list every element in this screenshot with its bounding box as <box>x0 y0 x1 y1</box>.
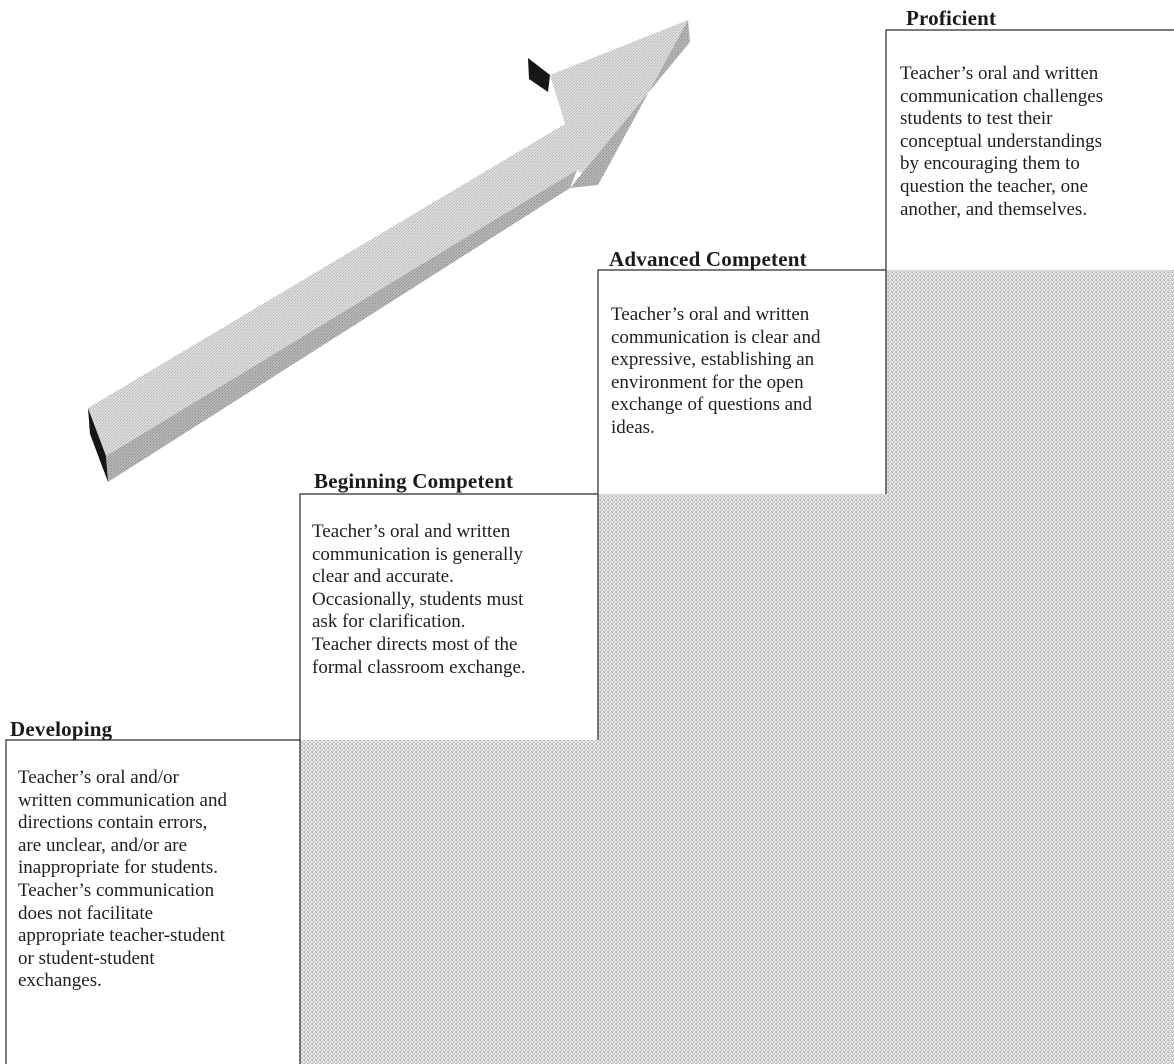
advanced-competent-title: Advanced Competent <box>609 247 807 271</box>
staircase-fill <box>300 270 1174 1064</box>
beginning-competent-description: Teacher’s oral and written communication… <box>312 521 526 678</box>
beginning-competent-title: Beginning Competent <box>314 469 514 493</box>
advanced-competent-step-outline <box>597 269 887 494</box>
developing-title: Developing <box>10 717 113 741</box>
arrow-tail-end <box>88 408 108 482</box>
upward-arrow-icon <box>88 20 690 482</box>
developing-description: Teacher’s oral and/or written communicat… <box>18 767 227 992</box>
proficient-description: Teacher’s oral and written communication… <box>900 63 1104 220</box>
step-outlines <box>5 29 1174 1064</box>
beginning-competent-step-outline <box>299 493 599 740</box>
arrow-barb <box>528 58 550 92</box>
proficient-step-outline <box>885 29 1174 270</box>
arrow-side-face <box>106 170 577 482</box>
advanced-competent-description: Teacher’s oral and written communication… <box>611 304 821 438</box>
developing-step-outline <box>5 739 301 1064</box>
arrow-top-face <box>88 20 688 456</box>
proficient-title: Proficient <box>906 6 997 30</box>
